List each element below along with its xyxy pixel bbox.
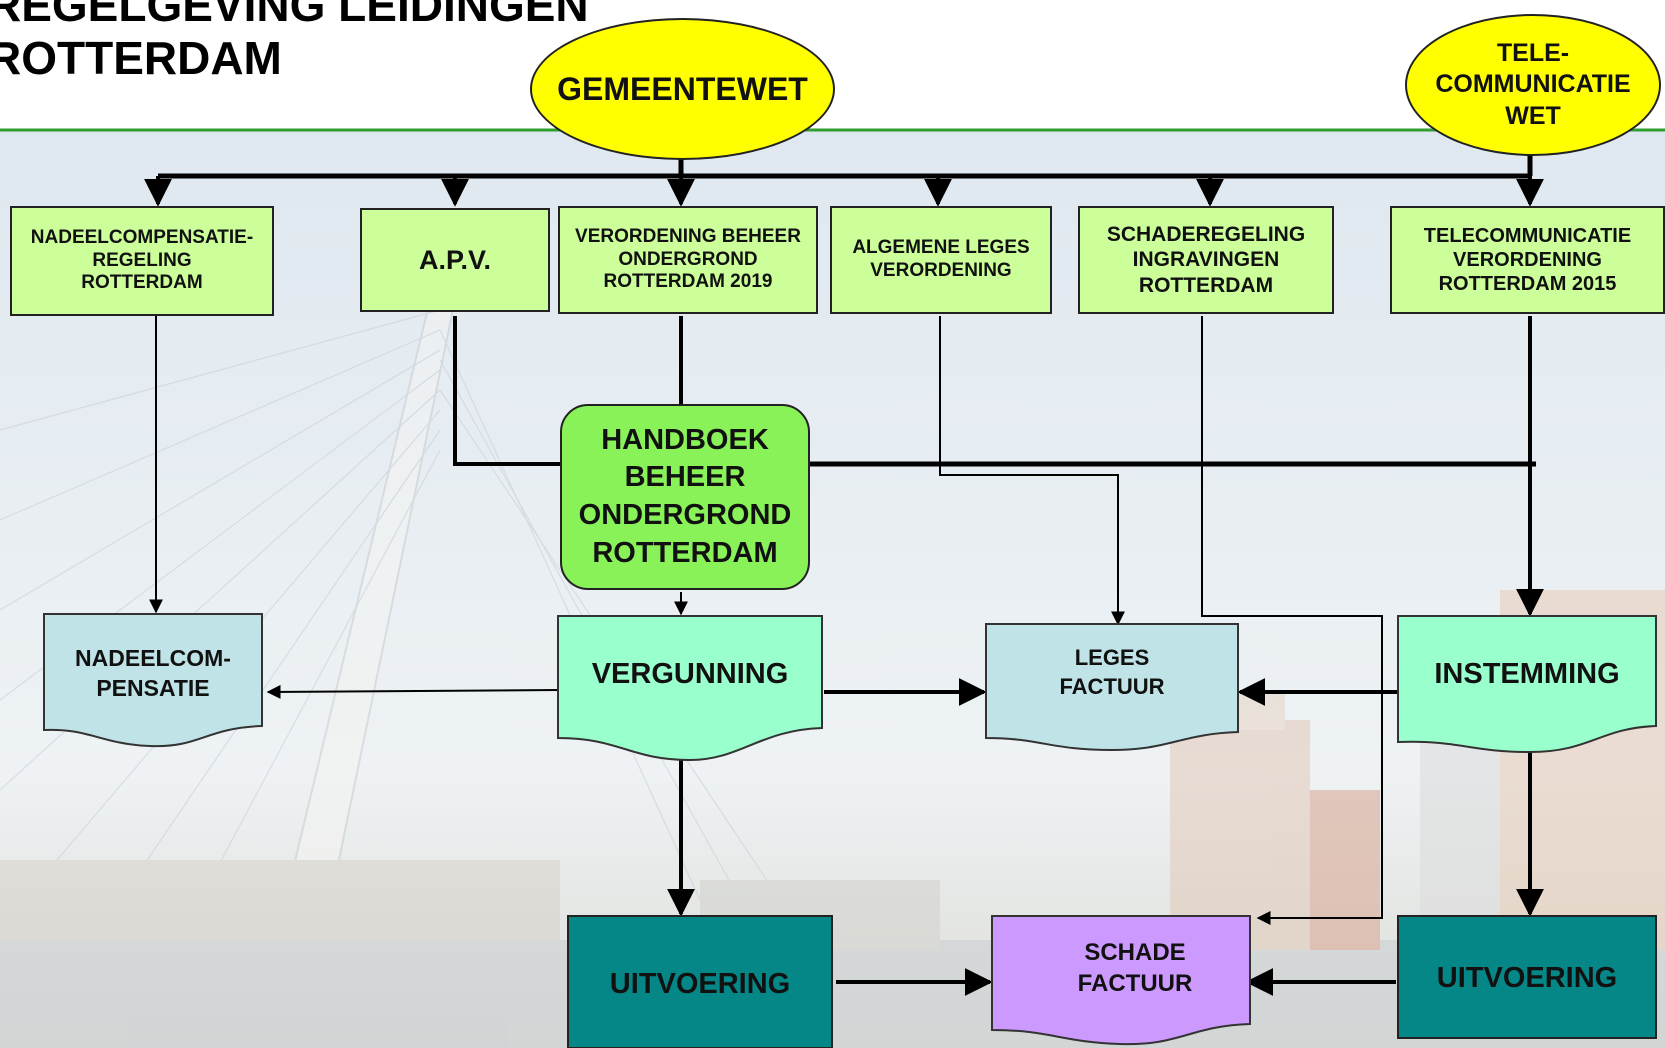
- doc-leges-factuur: [985, 623, 1239, 752]
- uitvoering-right-box: [1397, 915, 1657, 1039]
- reg-schaderegeling-ingravingen: SCHADEREGELING INGRAVINGEN ROTTERDAM: [1078, 206, 1334, 314]
- schade-to-factuur: [1201, 316, 1383, 925]
- law-gemeentewet: GEMEENTEWET: [530, 18, 835, 160]
- doc-instemming: [1397, 615, 1657, 754]
- apv-to-handboek: [453, 316, 562, 466]
- leges-to-factuur: [939, 316, 1125, 626]
- doc-schade-factuur: [991, 915, 1251, 1046]
- doc-nadeelcompensatie: [43, 613, 263, 748]
- uitvoering-left-box: [567, 915, 833, 1048]
- header-background: [0, 0, 1665, 130]
- reg-telecommunicatie-verordening: TELECOMMUNICATIE VERORDENING ROTTERDAM 2…: [1390, 206, 1665, 314]
- vergunning-to-nadeel: [266, 684, 559, 699]
- law-telecommunicatiewet: TELE- COMMUNICATIE WET: [1405, 14, 1661, 156]
- handboek-beheer-ondergrond: HANDBOEK BEHEER ONDERGROND ROTTERDAM: [560, 404, 810, 590]
- reg-verordening-beheer-ondergrond: VERORDENING BEHEER ONDERGROND ROTTERDAM …: [558, 206, 818, 314]
- doc-vergunning: [557, 615, 823, 762]
- connectors: [144, 150, 1544, 996]
- page-title-line1: REGELGEVING LEIDINGEN: [0, 0, 589, 31]
- reg-algemene-leges-verordening: ALGEMENE LEGES VERORDENING: [830, 206, 1052, 314]
- reg-apv: A.P.V.: [360, 208, 550, 312]
- reg-nadeelcompensatieregeling: NADEELCOMPENSATIE- REGELING ROTTERDAM: [10, 206, 274, 316]
- page-title-line2: ROTTERDAM: [0, 32, 282, 84]
